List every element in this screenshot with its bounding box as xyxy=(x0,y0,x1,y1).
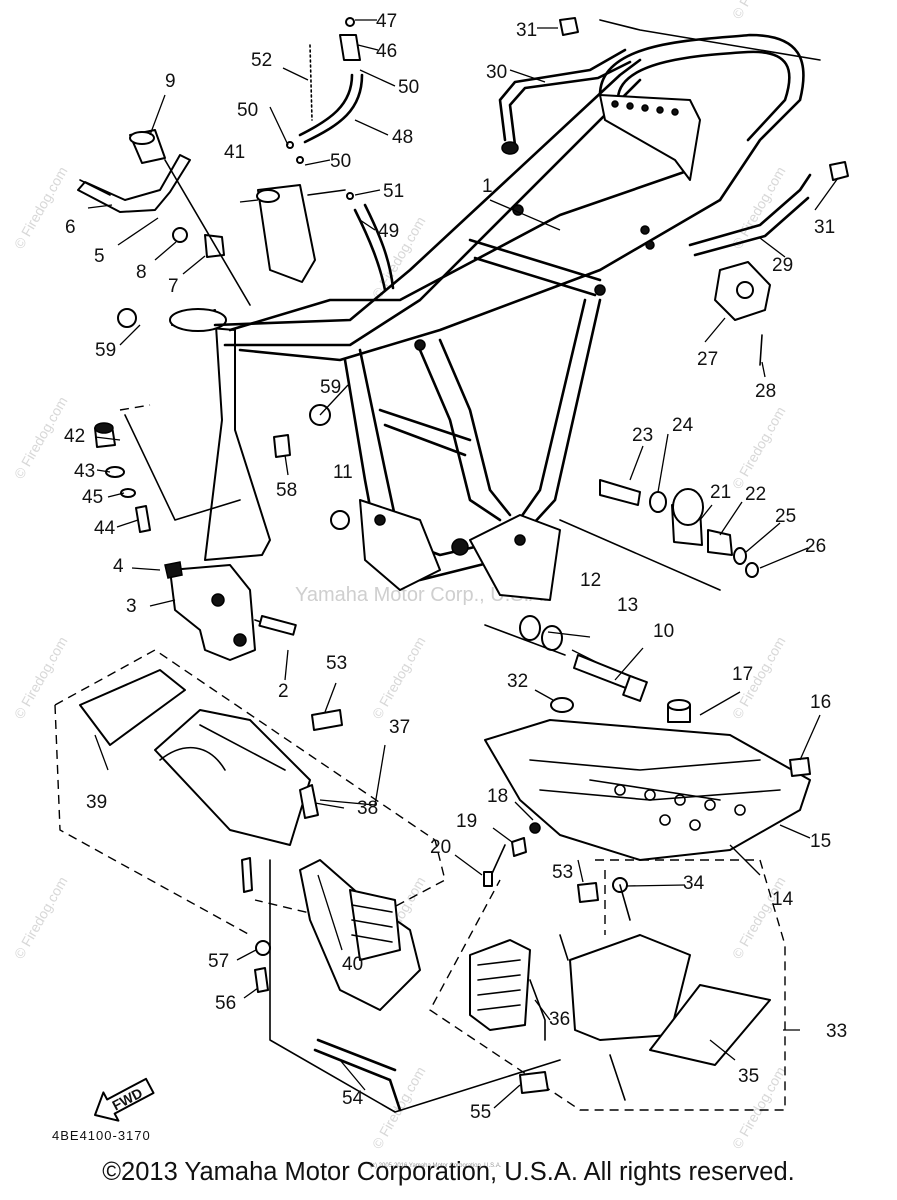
part-number: 24 xyxy=(672,415,694,436)
part-number: 22 xyxy=(745,484,766,505)
rear-stays xyxy=(498,17,849,366)
part-number: 31 xyxy=(814,217,835,238)
part-number: 8 xyxy=(136,262,147,283)
part-number: 13 xyxy=(617,595,638,616)
part-number: 32 xyxy=(507,671,528,692)
part-number: 31 xyxy=(516,20,537,41)
part-number: 38 xyxy=(357,798,378,819)
part-number: 52 xyxy=(251,50,272,71)
part-number: 30 xyxy=(486,62,507,83)
part-number: 37 xyxy=(389,717,410,738)
part-number: 11 xyxy=(333,462,353,483)
site-watermark: © Firedog.com xyxy=(11,394,71,482)
part-number: 53 xyxy=(326,653,347,674)
part-number: 26 xyxy=(805,536,826,557)
part-number: 3 xyxy=(126,596,137,617)
part-number: 50 xyxy=(237,100,258,121)
engine-bracket-front xyxy=(164,561,297,661)
rear-fender xyxy=(54,649,599,1113)
main-frame xyxy=(169,33,805,601)
part-number: 34 xyxy=(683,873,705,894)
part-number: 17 xyxy=(732,664,753,685)
license-bracket xyxy=(429,859,786,1111)
part-number: 21 xyxy=(710,482,731,503)
part-number: 6 xyxy=(65,217,76,238)
part-number: 46 xyxy=(376,41,397,62)
part-number: 54 xyxy=(342,1088,364,1109)
part-number: 1 xyxy=(482,176,493,197)
part-number: 12 xyxy=(580,570,601,591)
pivot-assembly xyxy=(484,479,759,702)
part-number: 59 xyxy=(95,340,116,361)
part-number: 53 xyxy=(552,862,573,883)
part-number: 29 xyxy=(772,255,793,276)
leader-lines xyxy=(87,19,839,1109)
part-number: 47 xyxy=(376,11,397,32)
part-number: 49 xyxy=(378,221,399,242)
part-number: 48 xyxy=(392,127,413,148)
part-number: 41 xyxy=(224,142,245,163)
part-number: 42 xyxy=(64,426,85,447)
part-number: 56 xyxy=(215,993,236,1014)
drawing-code: 4BE4100-3170 xyxy=(52,1128,151,1143)
part-number: 10 xyxy=(653,621,674,642)
part-number: 55 xyxy=(470,1102,491,1123)
part-number: 50 xyxy=(398,77,419,98)
part-callouts: 1 2 3 4 5 6 7 8 9 10 11 12 13 14 15 16 1… xyxy=(64,11,847,1123)
site-watermark: © Firedog.com xyxy=(729,404,789,492)
copyright-notice: ©2013 Yamaha Motor Corporation, U.S.A. A… xyxy=(102,1158,795,1186)
part-number: 25 xyxy=(775,506,796,527)
top-center-parts xyxy=(256,17,395,292)
part-number: 39 xyxy=(86,792,107,813)
part-number: 18 xyxy=(487,786,508,807)
part-number: 20 xyxy=(430,837,451,858)
part-number: 58 xyxy=(276,480,297,501)
part-number: 33 xyxy=(826,1021,847,1042)
site-watermark: © Firedog.com xyxy=(11,164,71,252)
part-number: 5 xyxy=(94,246,105,267)
part-number: 45 xyxy=(82,487,103,508)
site-watermark: © Firedog.com xyxy=(729,0,789,22)
part-number: 19 xyxy=(456,811,477,832)
part-number: 15 xyxy=(810,831,831,852)
part-number: 27 xyxy=(697,349,718,370)
center-watermark: Yamaha Motor Corp., U.S.A. xyxy=(295,584,548,606)
part-number: 57 xyxy=(208,951,229,972)
part-number: 35 xyxy=(738,1066,759,1087)
part-number: 4 xyxy=(113,556,124,577)
part-number: 7 xyxy=(168,276,179,297)
part-number: 36 xyxy=(549,1009,570,1030)
part-number: 50 xyxy=(330,151,351,172)
part-number: 23 xyxy=(632,425,653,446)
top-left-brackets xyxy=(77,129,251,306)
part-number: 28 xyxy=(755,381,776,402)
part-number: 16 xyxy=(810,692,831,713)
site-watermark: © Firedog.com xyxy=(729,874,789,962)
part-number: 2 xyxy=(278,681,289,702)
part-number: 44 xyxy=(94,518,116,539)
left-bumpers xyxy=(94,308,350,533)
fwd-arrow: FWD xyxy=(94,1077,155,1122)
part-number: 40 xyxy=(342,954,363,975)
site-watermark: © Firedog.com xyxy=(11,634,71,722)
fine-print: (c) 2005-2016 Yamaha Motor Corporation, … xyxy=(370,1163,502,1169)
battery-tray xyxy=(483,697,811,887)
part-number: 43 xyxy=(74,461,95,482)
part-number: 9 xyxy=(165,71,176,92)
site-watermark: © Firedog.com xyxy=(369,634,429,722)
part-number: 51 xyxy=(383,181,404,202)
part-number: 14 xyxy=(772,889,794,910)
part-number: 59 xyxy=(320,377,341,398)
site-watermark: © Firedog.com xyxy=(11,874,71,962)
